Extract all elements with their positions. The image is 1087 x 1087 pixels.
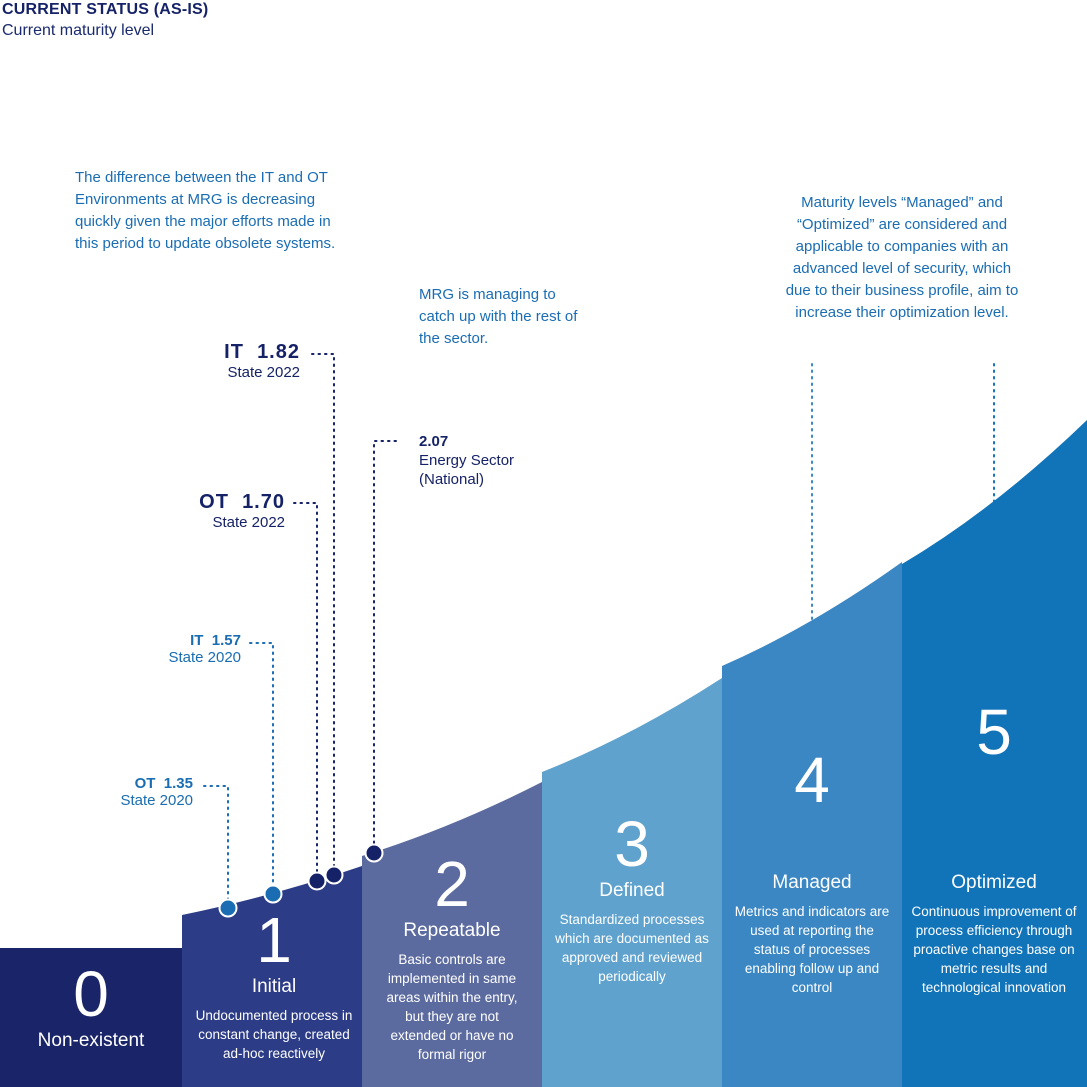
marker-sector-state: Energy Sector <box>419 452 515 469</box>
level-5-name: Optimized <box>951 872 1037 893</box>
marker-it-2020-state: State 2020 <box>168 649 241 666</box>
level-4-description: Metrics and indicators are used at repor… <box>734 904 890 995</box>
band-level-2 <box>362 782 542 1087</box>
level-0-number: 0 <box>73 958 109 1030</box>
marker-ot-2020-label: OT <box>134 775 156 792</box>
leader-it-2020 <box>249 642 274 887</box>
marker-ot-2022-value: 1.70 <box>242 491 285 513</box>
band-level-1 <box>182 866 362 1087</box>
marker-ot-2020-state: State 2020 <box>120 792 193 809</box>
marker-it-2020-label: IT <box>190 632 204 649</box>
leader-ot-2022 <box>293 502 318 873</box>
marker-ot-2022-state: State 2022 <box>212 514 285 531</box>
band-level-0 <box>0 948 182 1087</box>
level-3-number: 3 <box>614 808 650 880</box>
level-1-number: 1 <box>256 904 292 976</box>
header: CURRENT STATUS (AS-IS) Current maturity … <box>2 0 208 42</box>
leader-ot-2020 <box>203 785 229 901</box>
band-level-5 <box>902 420 1087 1087</box>
leader-it-2022 <box>311 353 335 867</box>
page-title: CURRENT STATUS (AS-IS) <box>2 1 209 18</box>
marker-ot-2020: OT 1.35 State 2020 <box>120 775 193 809</box>
marker-it-2020-value: 1.57 <box>211 632 241 649</box>
level-1: 1 Initial Undocumented process in consta… <box>188 908 360 1063</box>
marker-it-2022-value: 1.82 <box>257 341 300 363</box>
level-1-description: Undocumented process in constant change,… <box>195 1008 353 1061</box>
level-4-name: Managed <box>772 872 852 893</box>
level-0: 0 Non-existent <box>0 962 182 1052</box>
level-5: 5 Optimized Continuous improvement of pr… <box>910 700 1078 997</box>
level-3-description: Standardized processes which are documen… <box>555 912 709 984</box>
marker-sector-state2: (National) <box>419 471 485 488</box>
marker-sector-value: 2.07 <box>419 433 449 450</box>
level-2-name: Repeatable <box>403 920 501 941</box>
dot-energy-sector <box>364 843 384 863</box>
level-4: 4 Managed Metrics and indicators are use… <box>732 748 892 997</box>
level-3-name: Defined <box>599 880 665 901</box>
marker-ot-2022: OT 1.70 State 2022 <box>199 491 285 531</box>
dot-it-2020 <box>263 884 283 904</box>
marker-ot-2022-label: OT <box>199 491 229 513</box>
level-1-name: Initial <box>251 976 297 997</box>
marker-it-2020: IT 1.57 State 2020 <box>168 632 241 666</box>
level-2-number: 2 <box>434 848 470 920</box>
marker-ot-2020-value: 1.35 <box>163 775 193 792</box>
level-5-number: 5 <box>976 696 1012 768</box>
level-3: 3 Defined Standardized processes which a… <box>552 812 712 986</box>
level-5-description: Continuous improvement of process effici… <box>911 904 1077 995</box>
level-2: 2 Repeatable Basic controls are implemen… <box>380 852 524 1064</box>
dot-ot-2020 <box>218 898 238 918</box>
marker-it-2022-label: IT <box>224 341 244 363</box>
dot-ot-2022 <box>307 871 327 891</box>
marker-it-2022-state: State 2022 <box>227 364 300 381</box>
note-catch-up: MRG is managing to catch up with the res… <box>419 286 578 347</box>
note-it-ot-gap: The difference between the IT and OT Env… <box>75 169 336 252</box>
page-subtitle: Current maturity level <box>2 22 155 39</box>
dot-it-2022 <box>324 865 344 885</box>
note-advanced-levels: Maturity levels “Managed” and “Optimized… <box>785 194 1019 321</box>
level-0-name: Non-existent <box>37 1030 145 1051</box>
level-4-number: 4 <box>794 744 830 816</box>
level-2-description: Basic controls are implemented in same a… <box>386 952 518 1062</box>
marker-energy-sector: 2.07 Energy Sector (National) <box>419 432 514 489</box>
band-level-4 <box>722 562 902 1087</box>
band-level-3 <box>542 678 722 1087</box>
marker-it-2022: IT 1.82 State 2022 <box>224 341 300 381</box>
leader-energy-sector <box>373 440 397 846</box>
